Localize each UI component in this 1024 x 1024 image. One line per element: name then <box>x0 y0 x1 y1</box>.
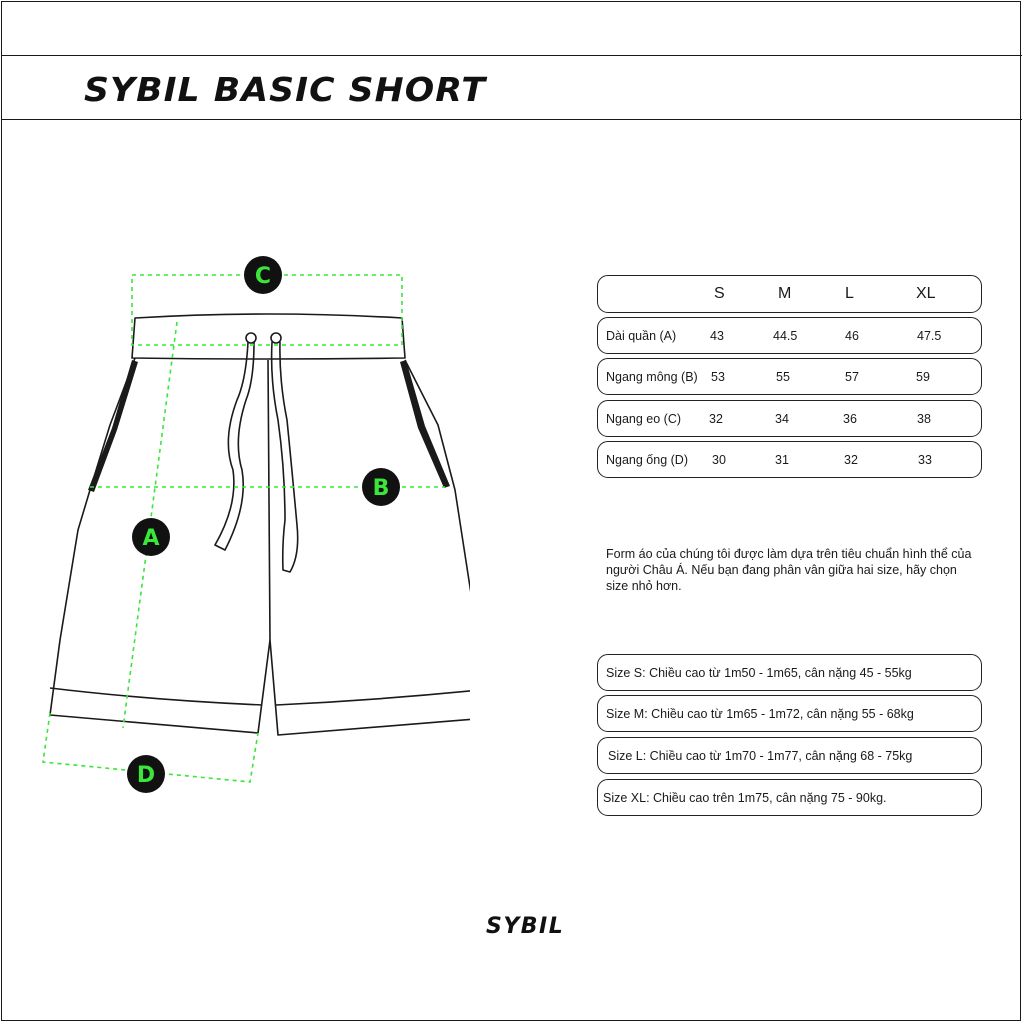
row-label: Ngang mông (B) <box>606 369 698 384</box>
svg-text:D: D <box>137 763 155 788</box>
shorts-outline <box>49 357 470 736</box>
cell: 31 <box>775 452 789 467</box>
header-xl: XL <box>916 285 936 302</box>
cell: 36 <box>843 411 857 426</box>
svg-text:A: A <box>142 526 159 551</box>
cell: 57 <box>845 369 859 384</box>
label-c: C <box>244 256 282 294</box>
svg-text:C: C <box>255 264 271 289</box>
label-a: A <box>132 518 170 556</box>
title-band <box>1 55 1022 120</box>
row-label: Ngang ống (D) <box>606 452 688 467</box>
fit-note: Form áo của chúng tôi được làm dựa trên … <box>606 547 972 593</box>
cell: 53 <box>711 369 725 384</box>
left-drawstring <box>214 341 255 551</box>
cell: 55 <box>776 369 790 384</box>
left-grommet <box>245 332 257 344</box>
size-guide-item: Size S: Chiều cao từ 1m50 - 1m65, cân nặ… <box>597 654 982 691</box>
header-s: S <box>714 285 725 302</box>
guide-c <box>131 274 403 346</box>
cell: 44.5 <box>773 328 798 343</box>
size-table-header: S M L XL <box>597 275 982 313</box>
label-d: D <box>127 755 165 793</box>
cell: 34 <box>775 411 789 426</box>
cell: 32 <box>709 411 723 426</box>
waistband <box>131 313 406 360</box>
row-label: Ngang eo (C) <box>606 411 682 426</box>
right-cuff <box>275 690 470 706</box>
left-cuff <box>49 687 263 706</box>
header-l: L <box>845 285 854 302</box>
cell: 32 <box>844 452 858 467</box>
right-pocket <box>400 360 450 488</box>
row-label: Dài quần (A) <box>606 328 677 343</box>
table-row: Ngang ống (D) 30 31 32 33 <box>597 441 982 478</box>
cell: 30 <box>712 452 726 467</box>
table-row: Ngang mông (B) 53 55 57 59 <box>597 358 982 395</box>
right-grommet <box>270 332 282 344</box>
svg-text:B: B <box>373 476 390 501</box>
size-guide-item: Size M: Chiều cao từ 1m65 - 1m72, cân nặ… <box>597 695 982 732</box>
size-guide-item: Size XL: Chiều cao trên 1m75, cân nặng 7… <box>597 779 982 816</box>
header-m: M <box>778 285 792 302</box>
shorts-diagram: C B A D <box>42 256 470 793</box>
cell: 46 <box>845 328 859 343</box>
table-row: Ngang eo (C) 32 34 36 38 <box>597 400 982 437</box>
cell: 43 <box>710 328 724 343</box>
cell: 59 <box>916 369 930 384</box>
right-drawstring <box>270 341 299 573</box>
cell: 33 <box>918 452 932 467</box>
size-guide-item: Size L: Chiều cao từ 1m70 - 1m77, cân nặ… <box>597 737 982 774</box>
brand-logo: SYBIL <box>486 914 565 939</box>
label-b: B <box>362 468 400 506</box>
cell: 47.5 <box>917 328 942 343</box>
left-pocket <box>88 360 138 492</box>
table-row: Dài quần (A) 43 44.5 46 47.5 <box>597 317 982 354</box>
cell: 38 <box>917 411 931 426</box>
page-title: SYBIL BASIC SHORT <box>84 70 487 109</box>
